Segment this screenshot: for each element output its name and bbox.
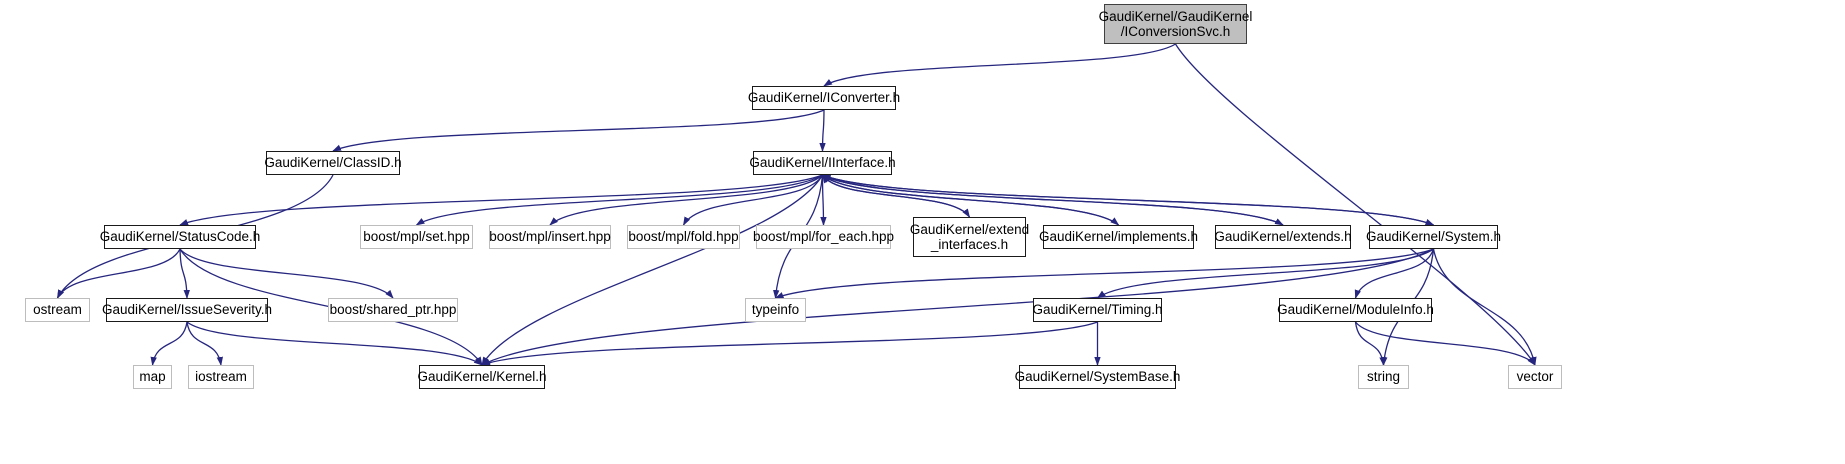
graph-edge-statuscode-to-ostream: [56, 248, 181, 299]
graph-edge-iinterface-to-statuscode: [179, 174, 823, 226]
graph-edge-iinterface-to-mplforeach: [820, 174, 827, 226]
graph-node-extendinter[interactable]: GaudiKernel/extend _interfaces.h: [910, 217, 1029, 257]
graph-edge-iconversionsvc-to-iconverter: [823, 43, 1176, 87]
graph-node-label: GaudiKernel/implements.h: [1038, 229, 1199, 245]
graph-node-label: map: [139, 369, 166, 385]
graph-node-mplset[interactable]: boost/mpl/set.hpp: [360, 225, 473, 249]
graph-edge-statuscode-to-sharedptr: [179, 248, 394, 299]
graph-node-label: string: [1366, 369, 1400, 385]
graph-node-label: GaudiKernel/GaudiKernel /IConversionSvc.…: [1098, 8, 1253, 39]
graph-node-iconverter[interactable]: GaudiKernel/IConverter.h: [748, 86, 900, 110]
graph-node-label: boost/shared_ptr.hpp: [329, 302, 457, 318]
graph-node-label: iostream: [195, 369, 247, 385]
graph-edge-timing-to-kernel: [481, 321, 1098, 366]
graph-edge-implements-to-iinterface: [821, 174, 1119, 226]
graph-node-systembase[interactable]: GaudiKernel/SystemBase.h: [1015, 365, 1180, 389]
graph-edge-moduleinfo-to-vector: [1354, 321, 1536, 366]
graph-node-implements[interactable]: GaudiKernel/implements.h: [1039, 225, 1198, 249]
graph-edge-system-to-iinterface: [821, 174, 1434, 226]
graph-edge-issueseverity-to-iostream: [186, 321, 223, 366]
graph-node-mplforeach[interactable]: boost/mpl/for_each.hpp: [753, 225, 894, 249]
graph-node-typeinfo[interactable]: typeinfo: [745, 298, 806, 322]
graph-edge-system-to-kernel: [481, 248, 1434, 366]
graph-edge-system-to-moduleinfo: [1354, 248, 1435, 299]
graph-node-label: GaudiKernel/StatusCode.h: [99, 229, 261, 245]
graph-edge-issueseverity-to-map: [150, 321, 188, 366]
graph-node-label: ostream: [33, 302, 82, 318]
graph-node-label: GaudiKernel/ModuleInfo.h: [1277, 302, 1434, 318]
graph-edge-statuscode-to-issueseverity: [179, 248, 190, 299]
graph-node-label: GaudiKernel/extends.h: [1214, 229, 1352, 245]
graph-node-label: GaudiKernel/extend _interfaces.h: [909, 221, 1030, 252]
graph-node-label: GaudiKernel/IInterface.h: [749, 155, 896, 171]
graph-node-label: boost/mpl/fold.hpp: [628, 229, 739, 245]
graph-node-label: GaudiKernel/IssueSeverity.h: [101, 302, 273, 318]
graph-node-timing[interactable]: GaudiKernel/Timing.h: [1032, 298, 1163, 322]
graph-edge-issueseverity-to-kernel: [186, 321, 483, 366]
graph-node-sharedptr[interactable]: boost/shared_ptr.hpp: [328, 298, 458, 322]
graph-node-label: GaudiKernel/Timing.h: [1032, 302, 1163, 318]
graph-node-statuscode[interactable]: GaudiKernel/StatusCode.h: [100, 225, 260, 249]
graph-node-mplfold[interactable]: boost/mpl/fold.hpp: [627, 225, 740, 249]
graph-edge-system-to-timing: [1096, 248, 1434, 299]
graph-edge-system-to-typeinfo: [774, 248, 1434, 299]
graph-edge-system-to-vector: [1432, 248, 1537, 366]
graph-node-iconversionsvc[interactable]: GaudiKernel/GaudiKernel /IConversionSvc.…: [1099, 4, 1252, 44]
graph-node-label: GaudiKernel/IConverter.h: [747, 90, 901, 106]
graph-node-label: boost/mpl/set.hpp: [363, 229, 470, 245]
graph-node-vector[interactable]: vector: [1508, 365, 1562, 389]
graph-node-label: typeinfo: [751, 302, 800, 318]
graph-node-iostream[interactable]: iostream: [188, 365, 254, 389]
graph-edge-iinterface-to-mplset: [415, 174, 823, 226]
graph-node-map[interactable]: map: [133, 365, 172, 389]
graph-edge-extends-to-iinterface: [821, 174, 1284, 226]
graph-edge-moduleinfo-to-string: [1354, 321, 1386, 366]
graph-node-label: boost/mpl/for_each.hpp: [752, 229, 895, 245]
graph-edge-iinterface-to-kernel: [481, 174, 824, 366]
graph-node-label: vector: [1516, 369, 1554, 385]
graph-edge-iinterface-to-mplfold: [682, 174, 824, 226]
graph-node-issueseverity[interactable]: GaudiKernel/IssueSeverity.h: [102, 298, 272, 322]
graph-edge-iinterface-to-mplinsert: [549, 174, 823, 226]
graph-edge-iconverter-to-iinterface: [819, 109, 826, 152]
graph-node-classid[interactable]: GaudiKernel/ClassID.h: [264, 151, 402, 175]
graph-node-mplinsert[interactable]: boost/mpl/insert.hpp: [489, 225, 611, 249]
graph-node-extends[interactable]: GaudiKernel/extends.h: [1214, 225, 1352, 249]
graph-node-label: GaudiKernel/Kernel.h: [417, 369, 547, 385]
graph-node-label: boost/mpl/insert.hpp: [489, 229, 611, 245]
graph-node-label: GaudiKernel/SystemBase.h: [1014, 369, 1181, 385]
graph-node-label: GaudiKernel/ClassID.h: [264, 155, 402, 171]
graph-node-label: GaudiKernel/System.h: [1365, 229, 1502, 245]
graph-node-kernel[interactable]: GaudiKernel/Kernel.h: [417, 365, 547, 389]
graph-node-moduleinfo[interactable]: GaudiKernel/ModuleInfo.h: [1277, 298, 1434, 322]
graph-edge-extendinter-to-iinterface: [821, 174, 971, 218]
graph-edge-iconverter-to-classid: [332, 109, 825, 152]
graph-node-iinterface[interactable]: GaudiKernel/IInterface.h: [749, 151, 896, 175]
graph-edge-iconversionsvc-to-vector: [1174, 43, 1536, 366]
graph-node-system[interactable]: GaudiKernel/System.h: [1366, 225, 1501, 249]
graph-node-string[interactable]: string: [1358, 365, 1409, 389]
graph-node-ostream[interactable]: ostream: [25, 298, 90, 322]
